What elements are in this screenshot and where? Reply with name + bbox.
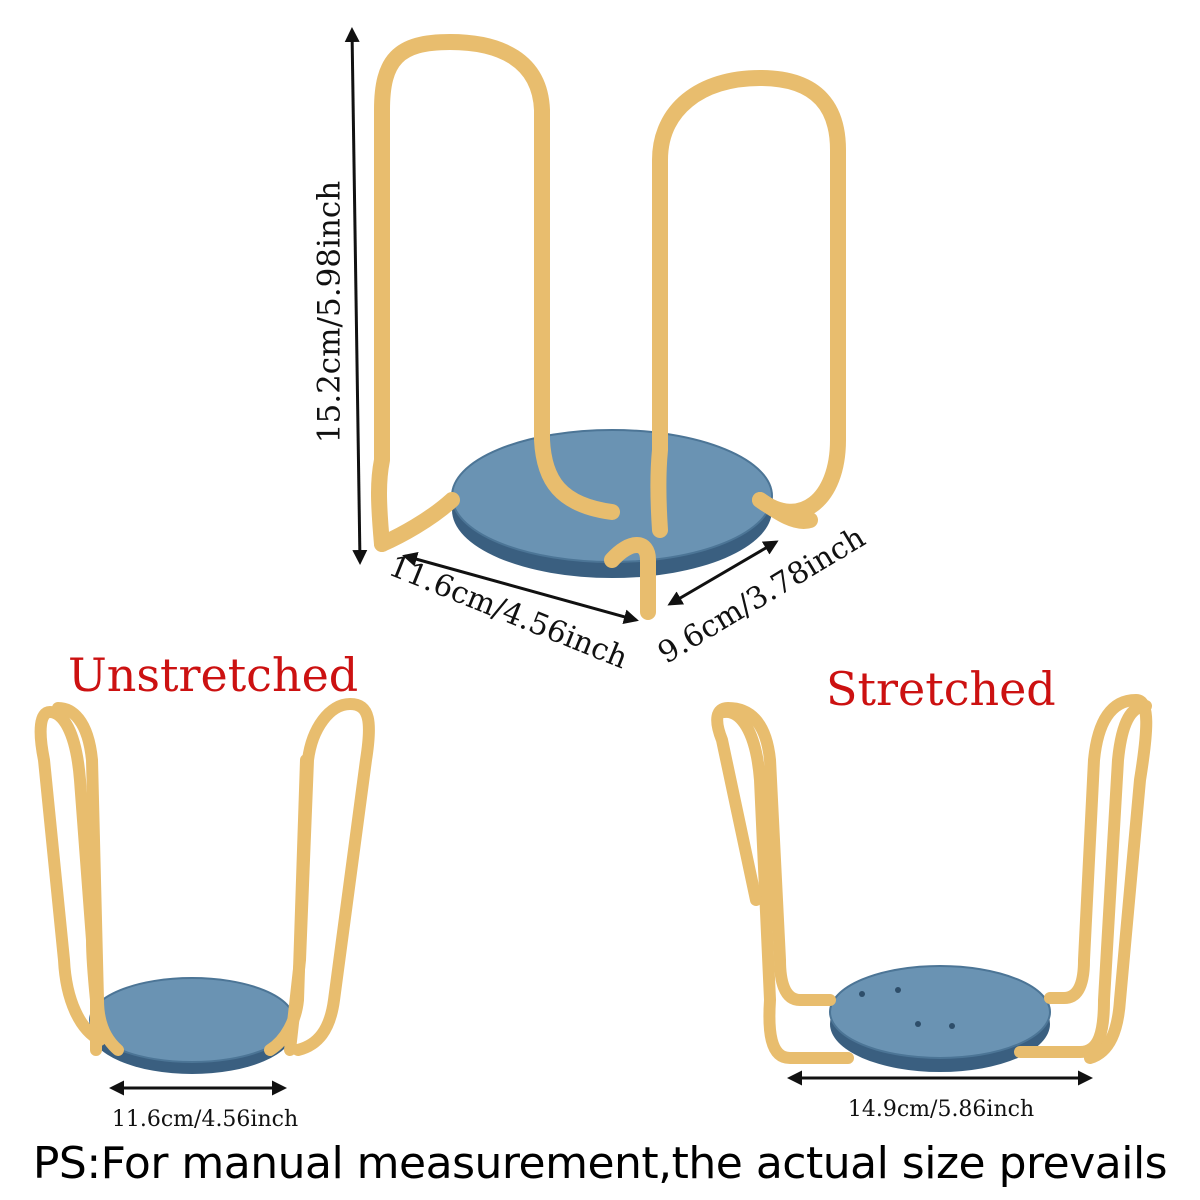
frame-foot-right	[752, 492, 818, 529]
base-disk-stretched	[829, 965, 1051, 1072]
base-disk-unstretched	[89, 977, 295, 1074]
unstretched-width-label: 11.6cm/4.56inch	[111, 1107, 299, 1132]
rack-top-view	[344, 27, 846, 625]
frame-arm-right-inner	[264, 754, 312, 1056]
arrow-height	[344, 27, 368, 565]
frame-arm-left-stretched	[718, 705, 854, 1064]
rack-unstretched	[34, 698, 375, 1096]
frame-arm-left-stretched-2	[711, 702, 836, 1006]
frame-arm-right-stretched-2	[1044, 694, 1153, 1064]
frame-foot-left	[374, 492, 460, 552]
frame-arm-right-unstretched	[284, 698, 375, 1056]
frame-arm-left-inner	[52, 702, 124, 1056]
measurement-footnote: PS:For manual measurement,the actual siz…	[32, 1138, 1168, 1189]
frame-arch-left	[371, 34, 620, 552]
stretched-width-label: 14.9cm/5.86inch	[847, 1097, 1035, 1122]
unstretched-label: Unstretched	[68, 648, 359, 702]
arrow-width-top	[402, 551, 639, 625]
stretched-label: Stretched	[826, 662, 1056, 716]
frame-arch-right	[650, 70, 846, 538]
rack-stretched	[711, 694, 1153, 1086]
frame-arm-right-stretched	[1014, 700, 1152, 1058]
height-dimension-label: 15.2cm/5.98inch	[311, 180, 348, 444]
arrow-depth-top	[667, 540, 779, 606]
